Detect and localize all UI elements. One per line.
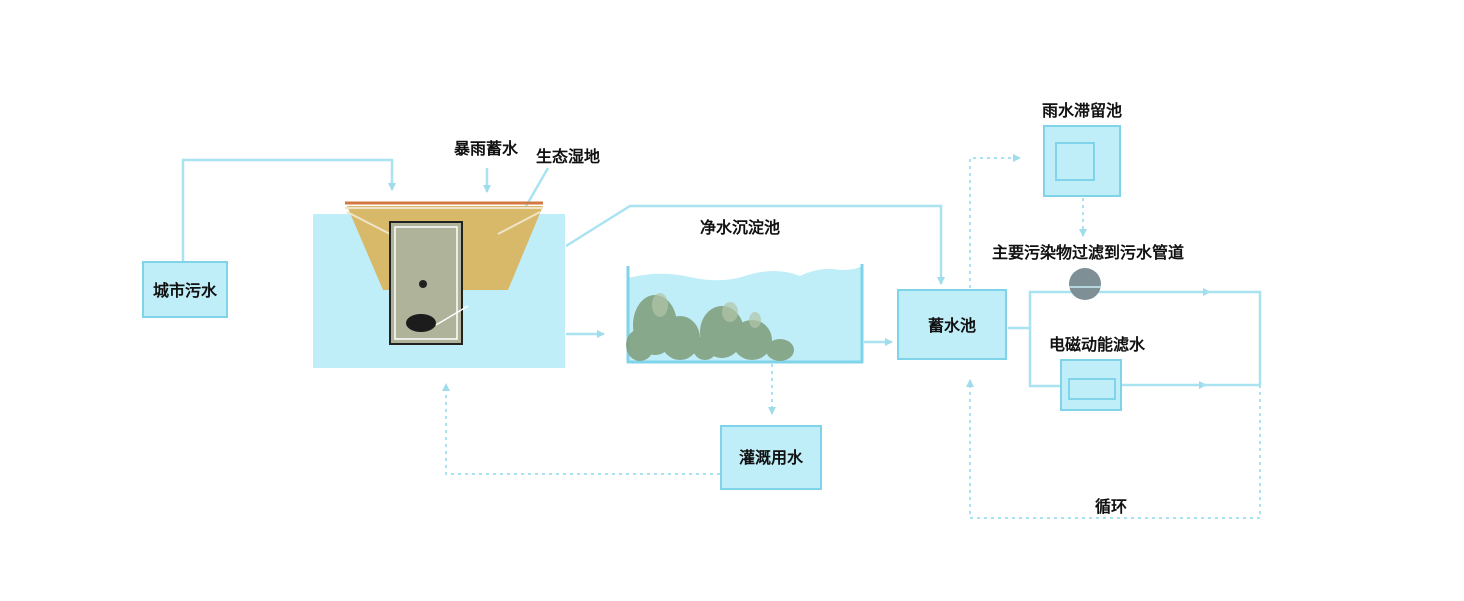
city-sewage-label: 城市污水 (153, 281, 218, 300)
reservoir-to-detention-line (969, 154, 1021, 288)
eco-wetland-label: 生态湿地 (536, 147, 600, 166)
em-filter-box: 电磁动能滤水 (1049, 335, 1146, 411)
sewage-to-wetland-line (181, 158, 396, 262)
reservoir-box: 蓄水池 (897, 289, 1007, 360)
filter-ball (1069, 268, 1101, 300)
irrigation-label: 灌溉用水 (739, 448, 804, 467)
settling-pond: 净水沉淀池 (626, 218, 864, 364)
rain-detention-box: 雨水滞留池 (1042, 101, 1122, 197)
em-filter-label: 电磁动能滤水 (1049, 335, 1146, 354)
reservoir-to-filter-line (1008, 326, 1062, 388)
cycle-label: 循环 (1095, 497, 1127, 516)
filter-top-line (1028, 288, 1211, 328)
wetland-to-reservoir-line (565, 204, 945, 285)
connectors (181, 158, 1262, 389)
settling-pond-label: 净水沉淀池 (700, 218, 780, 237)
rain-detention-label: 雨水滞留池 (1042, 101, 1122, 120)
irrigation-to-wetland-line (442, 383, 720, 475)
reservoir-label: 蓄水池 (928, 316, 976, 335)
dotted-connectors (442, 154, 1261, 519)
outlet-stone (406, 314, 436, 332)
pollutant-filter-label: 主要污染物过滤到污水管道 (992, 243, 1184, 262)
filter-top-line-end (1205, 290, 1262, 385)
irrigation-box: 灌溉用水 (720, 425, 822, 490)
storm-storage-label: 暴雨蓄水 (453, 139, 519, 158)
eco-wetland (313, 201, 565, 368)
city-sewage-box: 城市污水 (142, 261, 228, 318)
cycle-line (966, 379, 1261, 519)
